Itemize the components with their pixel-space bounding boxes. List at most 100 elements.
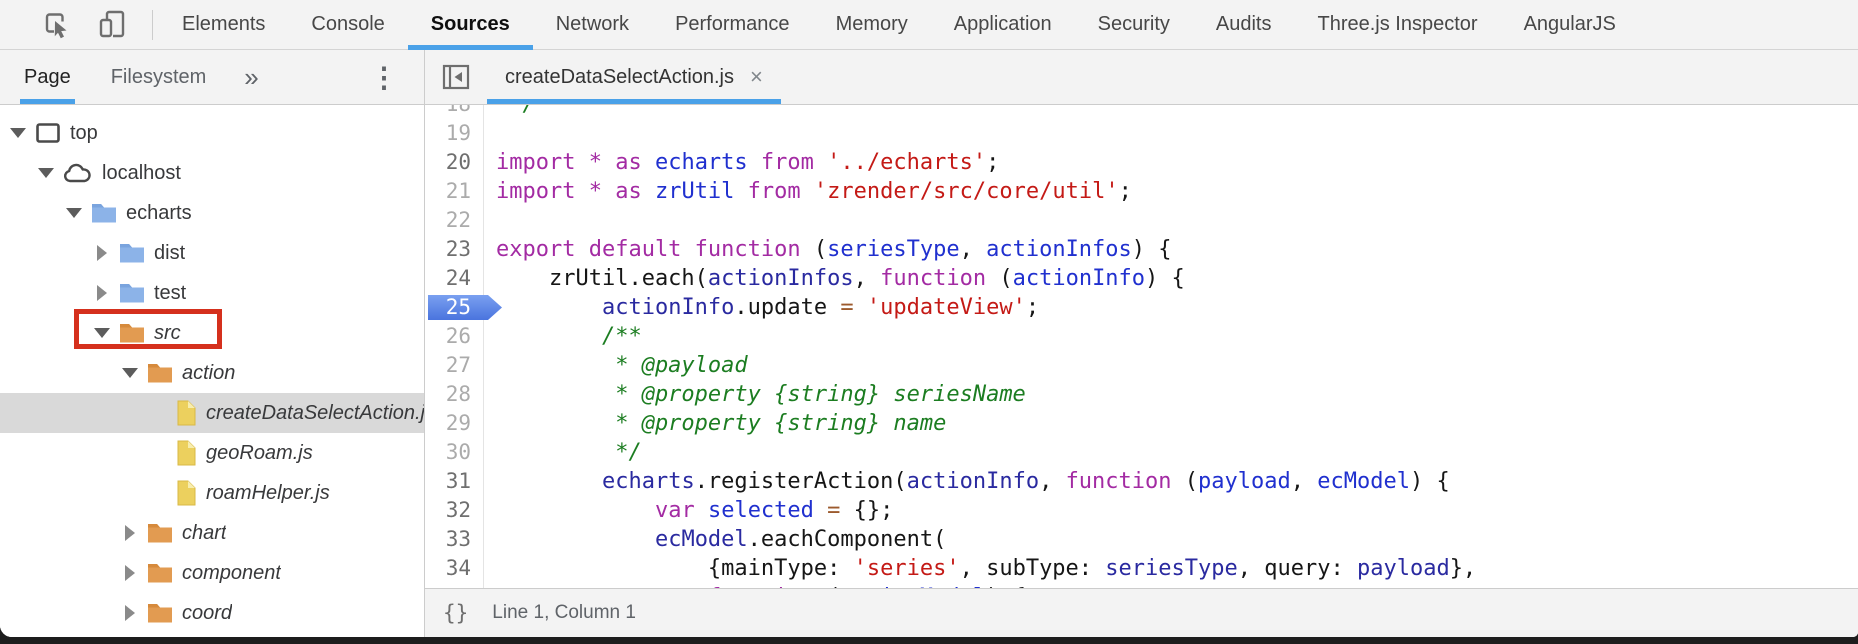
file-tree: toplocalhostechartsdisttestsrcactioncrea… bbox=[0, 105, 424, 637]
tree-item-echarts[interactable]: echarts bbox=[0, 193, 424, 233]
tree-item-dist[interactable]: dist bbox=[0, 233, 424, 273]
disclosure-triangle-icon[interactable] bbox=[120, 368, 140, 378]
line-number[interactable]: 20 bbox=[425, 148, 483, 177]
tree-item-chart[interactable]: chart bbox=[0, 513, 424, 553]
folder-orange-icon bbox=[118, 321, 146, 345]
devtools-tab-performance[interactable]: Performance bbox=[652, 0, 813, 50]
disclosure-triangle-icon[interactable] bbox=[64, 208, 84, 218]
disclosure-triangle-icon[interactable] bbox=[92, 285, 112, 301]
close-tab-icon[interactable]: × bbox=[750, 64, 763, 90]
folder-blue-icon bbox=[118, 281, 146, 305]
file-icon bbox=[174, 479, 198, 507]
editor-tab-createdataselectaction[interactable]: createDataSelectAction.js × bbox=[487, 50, 781, 104]
tree-item-action[interactable]: action bbox=[0, 353, 424, 393]
disclosure-triangle-icon[interactable] bbox=[8, 128, 28, 138]
line-number-text: 21 bbox=[446, 179, 471, 203]
tree-item-top[interactable]: top bbox=[0, 113, 424, 153]
disclosure-triangle-icon[interactable] bbox=[92, 328, 112, 338]
code-line-27[interactable]: 27 * @payload bbox=[425, 351, 1858, 380]
code-line-24[interactable]: 24 zrUtil.each(actionInfos, function (ac… bbox=[425, 264, 1858, 293]
editor-status-bar: {} Line 1, Column 1 bbox=[425, 588, 1858, 637]
disclosure-triangle-icon[interactable] bbox=[120, 525, 140, 541]
folder-orange-icon bbox=[146, 521, 174, 545]
devtools-tab-audits[interactable]: Audits bbox=[1193, 0, 1295, 50]
code-token bbox=[814, 498, 827, 523]
code-token: , subType: bbox=[960, 556, 1106, 581]
line-number[interactable]: 19 bbox=[425, 119, 483, 148]
line-number[interactable]: 28 bbox=[425, 380, 483, 409]
devtools-tab-security[interactable]: Security bbox=[1075, 0, 1193, 50]
code-token: actionInfo bbox=[907, 469, 1039, 494]
code-line-26[interactable]: 26 /** bbox=[425, 322, 1858, 351]
tree-item-coord[interactable]: coord bbox=[0, 593, 424, 633]
tree-item-src[interactable]: src bbox=[0, 313, 424, 353]
line-number[interactable]: 30 bbox=[425, 438, 483, 467]
disclosure-triangle-icon[interactable] bbox=[92, 245, 112, 261]
pretty-print-icon[interactable]: {} bbox=[443, 601, 468, 625]
line-number[interactable]: 29 bbox=[425, 409, 483, 438]
devtools-tab-console[interactable]: Console bbox=[288, 0, 407, 50]
code-token: from bbox=[734, 179, 813, 204]
folder-blue-icon bbox=[90, 201, 118, 225]
line-number[interactable]: 18 bbox=[425, 105, 483, 119]
tree-item-localhost[interactable]: localhost bbox=[0, 153, 424, 193]
tree-item-roamhelper-js[interactable]: roamHelper.js bbox=[0, 473, 424, 513]
code-line-31[interactable]: 31 echarts.registerAction(actionInfo, fu… bbox=[425, 467, 1858, 496]
code-line-20[interactable]: 20import * as echarts from '../echarts'; bbox=[425, 148, 1858, 177]
code-line-23[interactable]: 23export default function (seriesType, a… bbox=[425, 235, 1858, 264]
code-token: * @property {string} seriesName bbox=[496, 382, 1026, 407]
code-token: .update bbox=[734, 295, 840, 320]
code-line-33[interactable]: 33 ecModel.eachComponent( bbox=[425, 525, 1858, 554]
line-number[interactable]: 33 bbox=[425, 525, 483, 554]
navigator-tab-filesystem[interactable]: Filesystem bbox=[107, 50, 211, 104]
code-line-30[interactable]: 30 */ bbox=[425, 438, 1858, 467]
inspect-element-icon[interactable] bbox=[40, 8, 74, 42]
code-text: * @property {string} name bbox=[483, 409, 946, 438]
devtools-tab-memory[interactable]: Memory bbox=[813, 0, 931, 50]
line-number[interactable]: 25 bbox=[425, 293, 483, 322]
code-line-19[interactable]: 19 bbox=[425, 119, 1858, 148]
hide-navigator-icon[interactable] bbox=[441, 50, 471, 104]
devtools-tab-network[interactable]: Network bbox=[533, 0, 652, 50]
code-token: zrUtil.each( bbox=[496, 266, 708, 291]
code-line-21[interactable]: 21import * as zrUtil from 'zrender/src/c… bbox=[425, 177, 1858, 206]
line-number[interactable]: 31 bbox=[425, 467, 483, 496]
more-tabs-chevron-icon[interactable]: » bbox=[244, 50, 258, 104]
line-number[interactable]: 21 bbox=[425, 177, 483, 206]
code-token: ) { bbox=[1410, 469, 1450, 494]
devtools-tab-three-js-inspector[interactable]: Three.js Inspector bbox=[1294, 0, 1500, 50]
code-line-29[interactable]: 29 * @property {string} name bbox=[425, 409, 1858, 438]
code-line-18[interactable]: 18 */ bbox=[425, 105, 1858, 119]
code-line-25[interactable]: 25 actionInfo.update = 'updateView'; bbox=[425, 293, 1858, 322]
line-number[interactable]: 32 bbox=[425, 496, 483, 525]
navigator-tab-page[interactable]: Page bbox=[20, 50, 75, 104]
code-line-22[interactable]: 22 bbox=[425, 206, 1858, 235]
devtools-tab-angularjs[interactable]: AngularJS bbox=[1501, 0, 1639, 50]
line-number[interactable]: 24 bbox=[425, 264, 483, 293]
tree-item-test[interactable]: test bbox=[0, 273, 424, 313]
line-number-text: 20 bbox=[446, 150, 471, 174]
devtools-tab-elements[interactable]: Elements bbox=[159, 0, 288, 50]
overflow-menu-icon[interactable]: ⋮ bbox=[370, 50, 398, 104]
devtools-tab-application[interactable]: Application bbox=[931, 0, 1075, 50]
line-number[interactable]: 23 bbox=[425, 235, 483, 264]
code-line-28[interactable]: 28 * @property {string} seriesName bbox=[425, 380, 1858, 409]
code-token: var bbox=[655, 498, 695, 523]
line-number[interactable]: 27 bbox=[425, 351, 483, 380]
code-scroll-area[interactable]: 18 */1920import * as echarts from '../ec… bbox=[425, 105, 1858, 588]
code-token: 'updateView' bbox=[867, 295, 1026, 320]
code-text: var selected = {}; bbox=[483, 496, 893, 525]
tree-item-georoam-js[interactable]: geoRoam.js bbox=[0, 433, 424, 473]
tree-item-component[interactable]: component bbox=[0, 553, 424, 593]
code-line-34[interactable]: 34 {mainType: 'series', subType: seriesT… bbox=[425, 554, 1858, 583]
devtools-tab-sources[interactable]: Sources bbox=[408, 0, 533, 50]
line-number[interactable]: 34 bbox=[425, 554, 483, 583]
disclosure-triangle-icon[interactable] bbox=[36, 168, 56, 178]
device-toolbar-icon[interactable] bbox=[96, 8, 130, 42]
tree-item-createdataselectaction-js[interactable]: createDataSelectAction.js bbox=[0, 393, 424, 433]
line-number[interactable]: 26 bbox=[425, 322, 483, 351]
code-line-32[interactable]: 32 var selected = {}; bbox=[425, 496, 1858, 525]
line-number[interactable]: 22 bbox=[425, 206, 483, 235]
disclosure-triangle-icon[interactable] bbox=[120, 565, 140, 581]
disclosure-triangle-icon[interactable] bbox=[120, 605, 140, 621]
